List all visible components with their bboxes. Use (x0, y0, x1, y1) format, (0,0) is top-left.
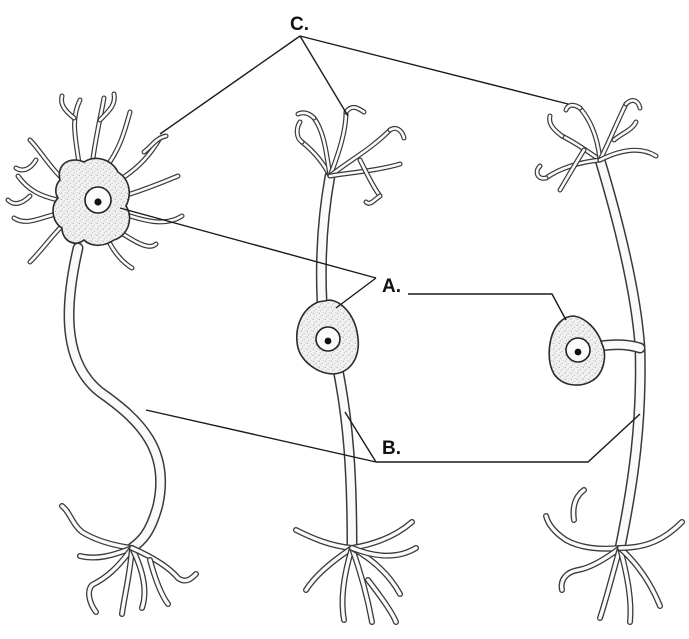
bipolar-dendrite-process (321, 176, 330, 302)
leader-a-unipolar (408, 294, 566, 320)
leader-lines (120, 36, 640, 462)
multipolar-axon-terminals (62, 506, 196, 614)
leader-a-multipolar (120, 208, 376, 278)
multipolar-nucleolus (94, 198, 101, 205)
bipolar-axon (338, 370, 352, 548)
bipolar-nucleolus (325, 338, 332, 345)
unipolar-process (600, 160, 640, 548)
label-a: A. (382, 276, 401, 297)
multipolar-axon (69, 248, 161, 548)
unipolar-neuron (537, 101, 682, 622)
bipolar-dendrites (297, 107, 404, 203)
label-b: B. (382, 438, 401, 459)
label-c: C. (290, 14, 309, 35)
unipolar-stem (600, 345, 640, 348)
leader-c-unipolar (300, 36, 568, 104)
leader-c-bipolar (300, 36, 348, 116)
leader-b-unipolar (376, 414, 640, 462)
bipolar-neuron (296, 107, 416, 622)
unipolar-nucleolus (575, 349, 582, 356)
unipolar-dendrites (537, 101, 656, 190)
unipolar-axon-terminals (546, 490, 682, 622)
multipolar-neuron (8, 94, 196, 614)
leader-c-multipolar (160, 36, 300, 134)
leader-a-bipolar (336, 278, 376, 308)
